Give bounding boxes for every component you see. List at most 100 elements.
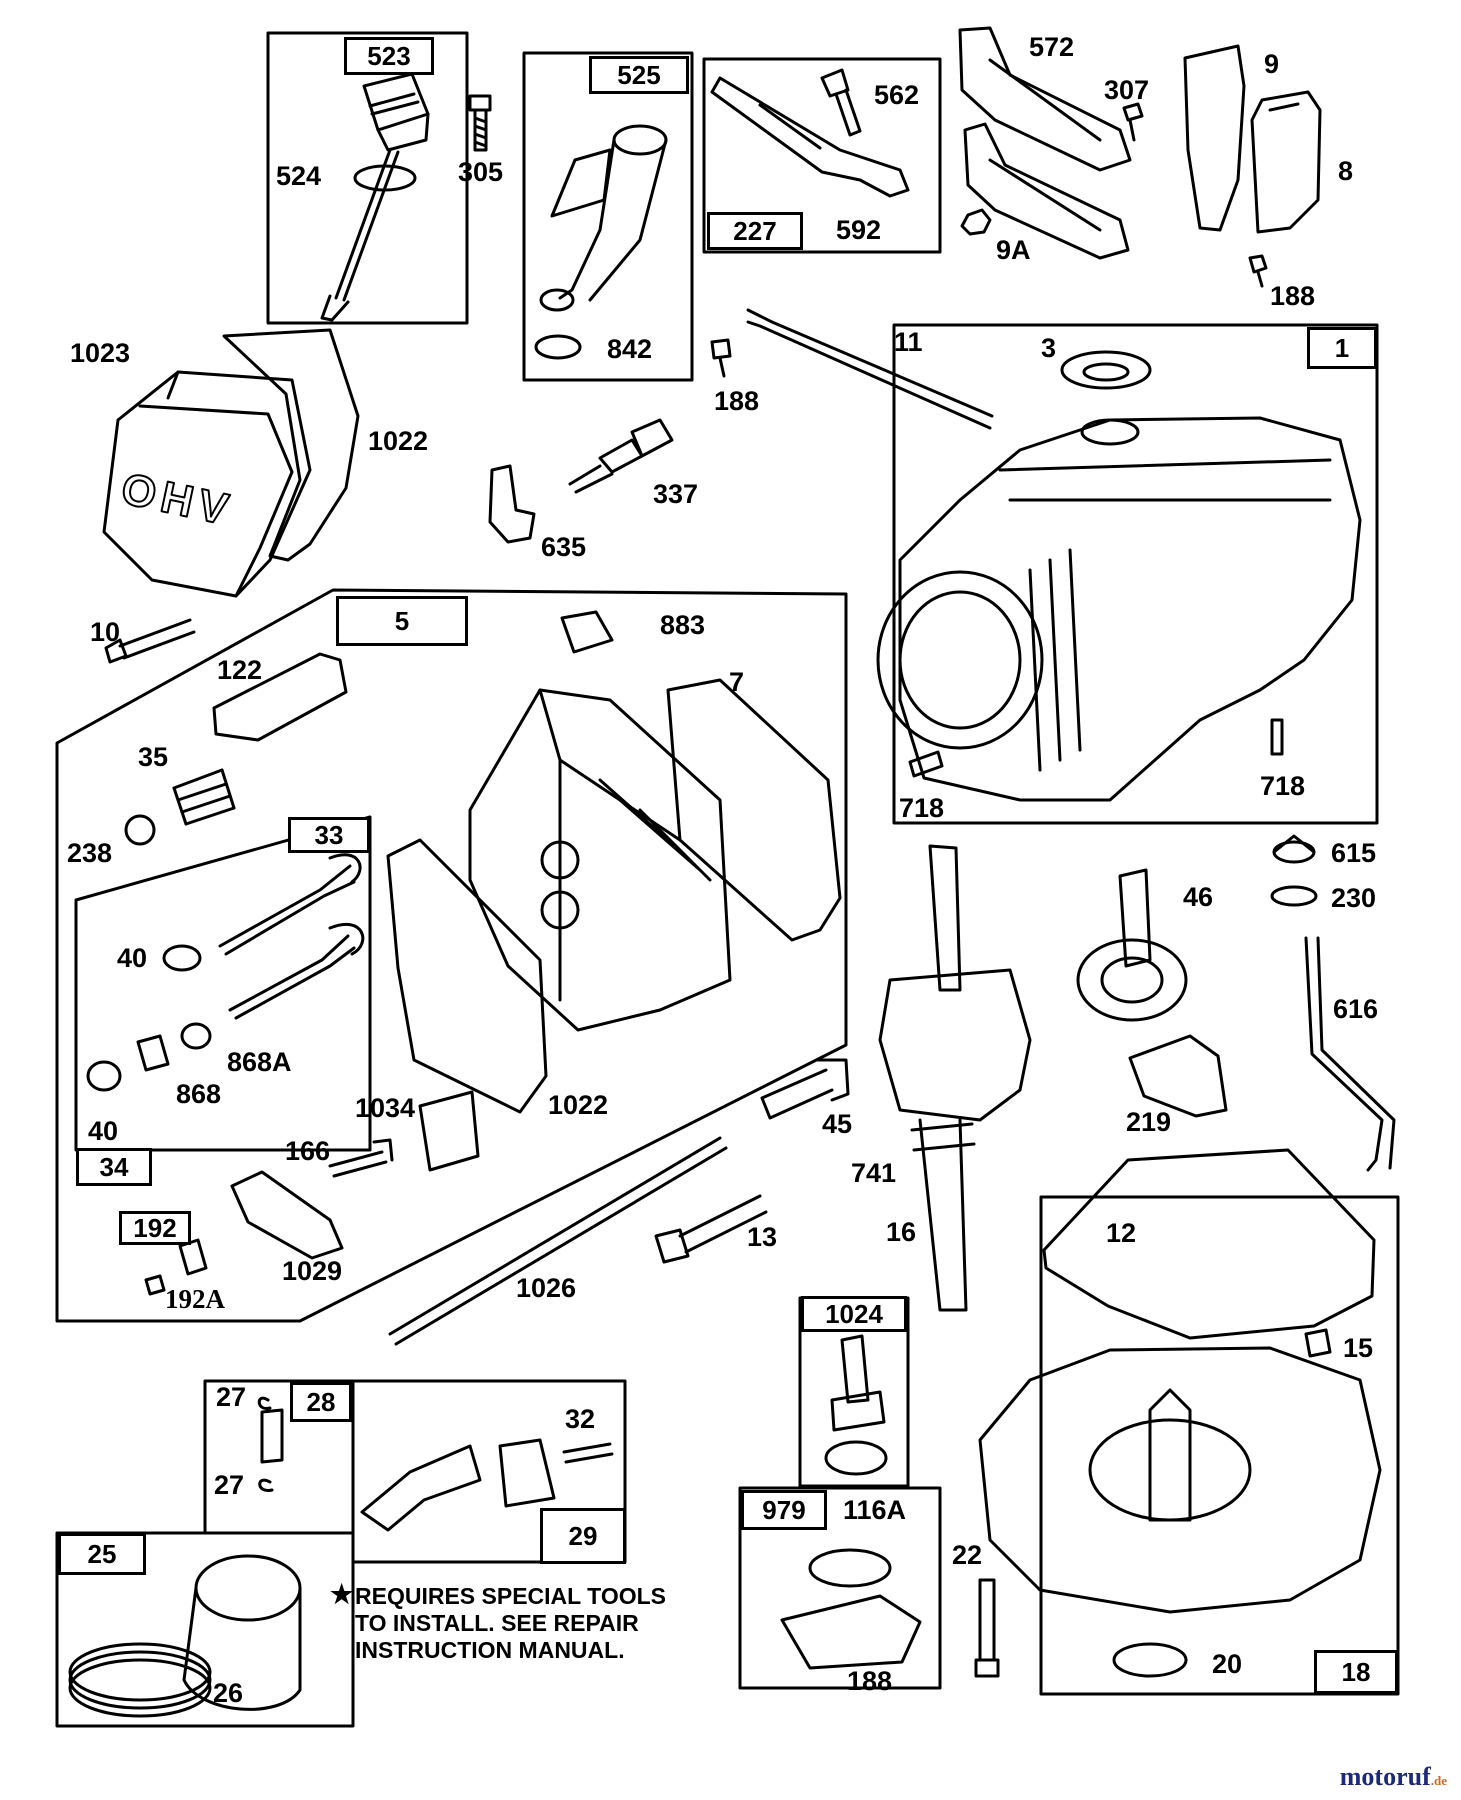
part-5-cylinder-head (468, 688, 732, 1032)
callout-28: 28 (290, 1382, 352, 1422)
callout-166: 166 (285, 1136, 331, 1166)
watermark-brand: motoruf (1339, 1762, 1431, 1791)
frame-cylinder-head (55, 588, 848, 1323)
callout-219: 219 (1126, 1107, 1172, 1137)
part-rod-cap (498, 1438, 556, 1508)
part-192a-nut (144, 1274, 166, 1296)
callout-22: 22 (952, 1540, 983, 1570)
part-11-breather-tube (746, 308, 994, 430)
callout-122: 122 (217, 655, 263, 685)
callout-25: 25 (58, 1533, 146, 1575)
callout-8: 8 (1338, 156, 1354, 186)
part-523-oil-cap (362, 72, 430, 152)
callout-188-bottom: 188 (847, 1666, 893, 1696)
part-122-plate (212, 652, 348, 742)
callout-16: 16 (886, 1217, 917, 1247)
part-33-exhaust-valve (218, 853, 362, 956)
callout-192: 192 (119, 1211, 191, 1245)
cover-ohv-lettering: OHV (117, 464, 238, 535)
part-9-gasket (1183, 44, 1246, 232)
part-305-bolt (468, 94, 492, 152)
part-1-cylinder-block (876, 416, 1362, 802)
callout-842: 842 (607, 334, 653, 364)
part-238-cap (124, 814, 156, 846)
part-22-bolt (974, 1578, 1000, 1678)
part-192-adjuster (178, 1238, 208, 1276)
callout-616: 616 (1333, 994, 1379, 1024)
frame-dipstick-tube (522, 51, 694, 382)
note-line-2: TO INSTALL. SEE REPAIR (355, 1610, 639, 1636)
callout-307: 307 (1104, 75, 1150, 105)
part-166-stud (328, 1138, 394, 1178)
callout-9: 9 (1264, 49, 1280, 79)
callout-27-upper: 27 (216, 1382, 247, 1412)
part-562-screw (820, 68, 862, 137)
callout-230: 230 (1331, 883, 1377, 913)
part-188-screw-top (1248, 254, 1268, 288)
callout-1029: 1029 (282, 1256, 343, 1286)
frame-pump-cover (738, 1486, 942, 1690)
part-15-plug (1304, 1328, 1332, 1358)
callout-524: 524 (276, 161, 322, 191)
callout-238: 238 (67, 838, 113, 868)
frame-connecting-rod (351, 1379, 627, 1564)
callout-188-top: 188 (1270, 281, 1316, 311)
part-227-governor-lever (710, 76, 910, 198)
callout-1022-cover: 1022 (368, 426, 429, 456)
note-line-1: REQUIRES SPECIAL TOOLS (355, 1583, 666, 1609)
part-28-piston-pin (260, 1408, 284, 1464)
note-line-3: INSTRUCTION MANUAL. (355, 1637, 625, 1663)
part-35-spring (172, 768, 236, 826)
part-116a-o-ring (808, 1548, 892, 1588)
part-525-dipstick-tube (534, 124, 668, 360)
part-337-spark-plug (568, 418, 674, 494)
frame-governor-link (702, 57, 942, 254)
callout-868a: 868A (227, 1047, 292, 1077)
callout-15: 15 (1343, 1333, 1374, 1363)
part-45-tappet (760, 1058, 850, 1120)
callout-20: 20 (1212, 1649, 1243, 1679)
callout-562: 562 (874, 80, 920, 110)
part-592-nut (960, 208, 992, 236)
callout-572: 572 (1029, 32, 1075, 62)
callout-33: 33 (288, 817, 370, 853)
callout-10: 10 (90, 617, 121, 647)
part-40-retainer-upper (162, 944, 202, 972)
part-12-sump-gasket (1042, 1148, 1376, 1340)
frame-piston (55, 1531, 355, 1728)
callout-188-mid: 188 (714, 386, 760, 416)
part-1023-valve-cover (102, 370, 312, 598)
part-oil-pump-rotor (824, 1440, 888, 1476)
callout-1: 1 (1307, 327, 1377, 369)
frame-cylinder (892, 323, 1379, 825)
part-valve-intake (228, 922, 365, 1020)
callout-1026: 1026 (516, 1273, 577, 1303)
part-13-bolt (654, 1194, 768, 1264)
callout-305: 305 (458, 157, 504, 187)
callout-32: 32 (565, 1404, 596, 1434)
part-16-crankshaft (878, 844, 1032, 1312)
part-7-head-gasket (666, 678, 842, 942)
frame-oil-fill-cap (266, 31, 469, 325)
part-8-cover (1250, 90, 1322, 234)
star-icon: ★ (330, 1579, 354, 1609)
callout-12: 12 (1106, 1218, 1137, 1248)
part-219-governor (1128, 1034, 1228, 1118)
callout-40-lower: 40 (88, 1116, 119, 1146)
part-3-oil-seal (1060, 350, 1152, 390)
callout-9a: 9A (996, 235, 1031, 265)
part-868a-seal (180, 1022, 212, 1050)
frame-valves (74, 815, 372, 1152)
callout-7: 7 (729, 667, 745, 697)
part-868-valve-seal (136, 1034, 170, 1072)
part-18-sump (978, 1346, 1382, 1614)
callout-1023: 1023 (70, 338, 131, 368)
part-1029-rocker-arm (230, 1170, 344, 1260)
callout-525: 525 (589, 56, 689, 94)
callout-35: 35 (138, 742, 169, 772)
callout-979: 979 (741, 1490, 827, 1530)
callout-46: 46 (1183, 882, 1214, 912)
callout-45: 45 (822, 1109, 853, 1139)
callout-718-left: 718 (899, 793, 945, 823)
